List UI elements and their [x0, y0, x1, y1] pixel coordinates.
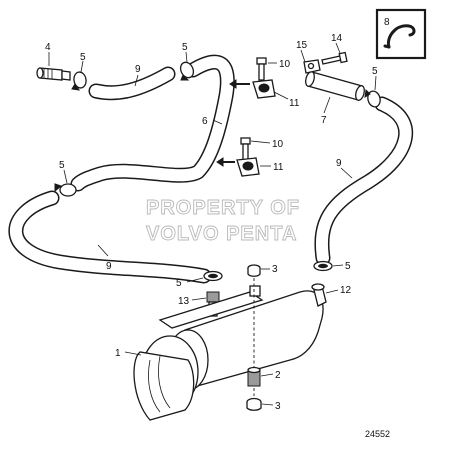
- callout-labels: 4 5 9 5 6 10 11 15 14 5 7 8 5 10 11 9 9 …: [45, 17, 390, 412]
- callout-3-a: 3: [272, 264, 278, 275]
- part-10-bolt-lower: [240, 137, 251, 161]
- callout-13: 13: [178, 296, 190, 307]
- callout-5-f: 5: [345, 261, 351, 272]
- callout-6: 6: [202, 116, 208, 127]
- callout-5-b: 5: [182, 42, 188, 53]
- callout-11-b: 11: [273, 162, 284, 173]
- callout-7: 7: [321, 115, 327, 126]
- part-3-plug-top: [247, 264, 261, 277]
- part-14-screw: [321, 51, 348, 65]
- callout-11-a: 11: [289, 98, 300, 109]
- callout-9-b: 9: [106, 261, 112, 272]
- callout-5-c: 5: [372, 66, 378, 77]
- drawing-number: 24552: [365, 429, 390, 439]
- leader-lines: [48, 42, 377, 406]
- arrow-upper: [229, 79, 237, 89]
- hose-9-left: [8, 190, 212, 284]
- part-11-clip-upper: [252, 79, 276, 99]
- clamp-5-center: [203, 270, 223, 282]
- part-15-bracket: [303, 59, 321, 74]
- clamp-5-top-left: [71, 71, 87, 91]
- hose-6: [70, 54, 235, 192]
- clamp-5-left: [54, 183, 77, 197]
- part-7-pipe: [305, 71, 365, 101]
- arrow-lower: [216, 157, 224, 167]
- callout-8: 8: [384, 17, 390, 28]
- callout-12: 12: [340, 285, 352, 296]
- part-4-connector: [36, 67, 71, 81]
- callout-2: 2: [275, 370, 281, 381]
- part-2-spacer: [247, 366, 261, 387]
- watermark-line-1: PROPERTY OF: [146, 197, 300, 219]
- part-3-plug-bottom: [246, 397, 262, 411]
- callout-3-b: 3: [275, 401, 281, 412]
- part-11-clip-lower: [236, 157, 260, 177]
- callout-14: 14: [331, 33, 343, 44]
- part-12-outlet: [311, 283, 327, 307]
- clamp-5-right-top: [364, 88, 381, 108]
- callout-10-b: 10: [272, 139, 284, 150]
- callout-9-c: 9: [336, 158, 342, 169]
- callout-5-a: 5: [80, 52, 86, 63]
- callout-9-a: 9: [135, 64, 141, 75]
- part-10-bolt-upper: [256, 57, 267, 81]
- watermark-line-2: VOLVO PENTA: [146, 223, 297, 245]
- callout-10-a: 10: [279, 59, 291, 70]
- callout-5-e: 5: [176, 278, 182, 289]
- clamp-5-right-bottom: [313, 260, 333, 272]
- inset-item-8: [375, 8, 427, 60]
- callout-1: 1: [115, 348, 121, 359]
- callout-5-d: 5: [59, 160, 65, 171]
- watermark: PROPERTY OF VOLVO PENTA: [146, 197, 300, 246]
- clamp-5-top-mid: [179, 61, 195, 81]
- hose-9-top: [88, 66, 176, 101]
- part-1-muffler: [133, 285, 324, 421]
- callout-4: 4: [45, 42, 51, 53]
- hose-9-right: [314, 96, 414, 266]
- callout-15: 15: [296, 40, 308, 51]
